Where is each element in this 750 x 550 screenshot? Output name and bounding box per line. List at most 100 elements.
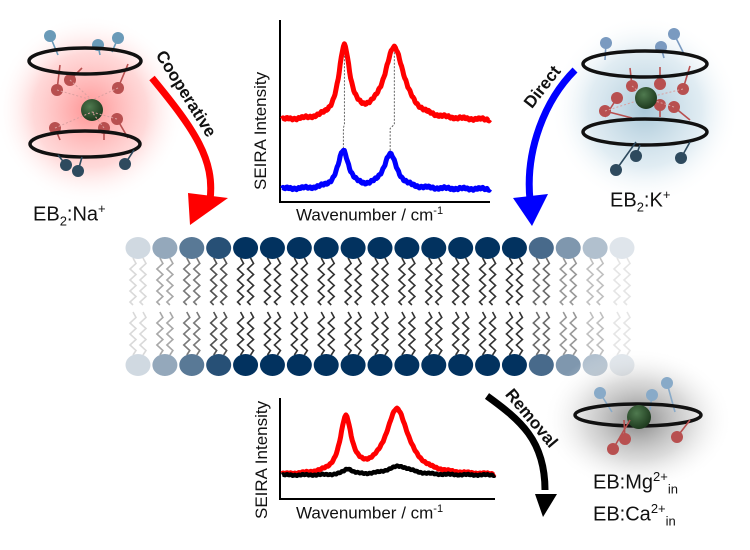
lipid-tail [451, 311, 460, 356]
lipid-headgroup [555, 237, 581, 259]
lipid-tail [209, 257, 218, 306]
lipid-tail [236, 311, 245, 356]
lipid-tail [300, 311, 309, 356]
top-chart-xlabel: Wavenumber / cm-1 [296, 205, 443, 226]
lipid-tail [128, 257, 138, 306]
eb2-k-label: EB2:K+ [610, 187, 670, 215]
lipid-tail [192, 311, 201, 356]
lipid-tail [263, 257, 272, 306]
label-sup: 2+ [650, 501, 666, 516]
lipid-headgroup [394, 237, 420, 259]
lipid-tail [505, 257, 514, 306]
lipid-tail [451, 257, 460, 306]
lipid-headgroup [152, 354, 178, 376]
lipid-headgroup [475, 354, 501, 376]
lipid-tail [569, 311, 578, 356]
label-sub: 2 [59, 213, 67, 229]
lipid-tail [317, 257, 326, 306]
ligand-ball [630, 150, 642, 162]
lipid-tail [343, 311, 353, 356]
lipid-headgroup [179, 237, 205, 259]
xlabel-text: Wavenumber / cm [296, 503, 434, 523]
lipid-headgroup [313, 237, 339, 259]
lipid-tail [488, 257, 497, 306]
lipid-headgroup [528, 354, 554, 376]
peak-drop-line [389, 48, 395, 155]
coordination-bond [54, 111, 93, 129]
lipid-pair [367, 237, 393, 376]
lipid-tail [138, 311, 148, 356]
lipid-tail [300, 257, 309, 306]
lipid-pair [313, 237, 339, 376]
lipid-pair [394, 237, 420, 376]
lipid-pair [286, 237, 312, 376]
lipid-tail [155, 257, 165, 306]
ether-ring [581, 117, 709, 147]
removal-arrow [484, 393, 557, 517]
lipid-tail [515, 257, 524, 306]
metal-ion [81, 99, 103, 121]
lipid-tail [461, 311, 470, 356]
ligand-ball [619, 433, 631, 445]
label-main: EB [610, 189, 637, 212]
metal-ion [635, 87, 657, 109]
ether-ring [581, 49, 709, 79]
ligand-ball [668, 28, 680, 40]
ligand-ball [119, 158, 131, 170]
lipid-tail [461, 257, 470, 306]
lipid-headgroup [475, 237, 501, 259]
lipid-tail [263, 311, 272, 356]
lipid-bilayer [125, 237, 635, 376]
peak-drop-line [342, 48, 345, 152]
lipid-tail [585, 311, 595, 356]
lipid-headgroup [152, 237, 178, 259]
lipid-tail [182, 257, 191, 306]
cooperative-arrow [149, 75, 228, 225]
direct-arrow [513, 67, 578, 226]
lipid-pair [259, 237, 285, 376]
lipid-headgroup [125, 354, 151, 376]
lipid-headgroup [528, 237, 554, 259]
coordination-bond [91, 111, 118, 120]
lipid-pair [421, 237, 447, 376]
lipid-headgroup [367, 237, 393, 259]
eb2-na-complex [0, 15, 185, 205]
coordination-bond [604, 97, 647, 112]
lipid-tail [407, 257, 417, 306]
xlabel-sup: -1 [433, 205, 444, 217]
lipid-tail [622, 257, 632, 306]
lipid-headgroup [259, 354, 285, 376]
lipid-tail [424, 311, 433, 356]
lipid-tail [353, 311, 363, 356]
eb-mg-label: EB:Mg2+in [593, 469, 678, 497]
lipid-tail [595, 257, 605, 306]
lipid-headgroup [448, 237, 474, 259]
lipid-headgroup [206, 237, 232, 259]
series-black [280, 463, 497, 479]
coordination-bond [91, 111, 105, 129]
lipid-tail [138, 257, 148, 306]
seira-chart-bottom [279, 398, 497, 500]
label-ion: :K [643, 189, 663, 212]
lipid-tail [515, 311, 524, 356]
lipid-tail [612, 257, 622, 306]
eb2-na-label: EB2:Na+ [33, 201, 106, 229]
lipid-pair [528, 237, 554, 376]
lipid-tail [380, 257, 390, 306]
ligand-ball [72, 165, 84, 177]
series-red [280, 41, 492, 124]
coordination-bond [91, 87, 119, 101]
peak-drop-lines [342, 48, 395, 155]
lipid-tail [192, 257, 201, 306]
lipid-headgroup [286, 237, 312, 259]
lipid-headgroup [421, 354, 447, 376]
xlabel-text: Wavenumber / cm [296, 205, 434, 225]
lipid-pair [152, 237, 178, 376]
label-sub: in [667, 481, 678, 497]
lipid-pair [475, 237, 501, 376]
lipid-headgroup [367, 354, 393, 376]
ether-ring [28, 129, 142, 159]
eb-mg-ca-complex [543, 348, 733, 492]
lipid-headgroup [582, 237, 608, 259]
lipid-tail [505, 311, 514, 356]
